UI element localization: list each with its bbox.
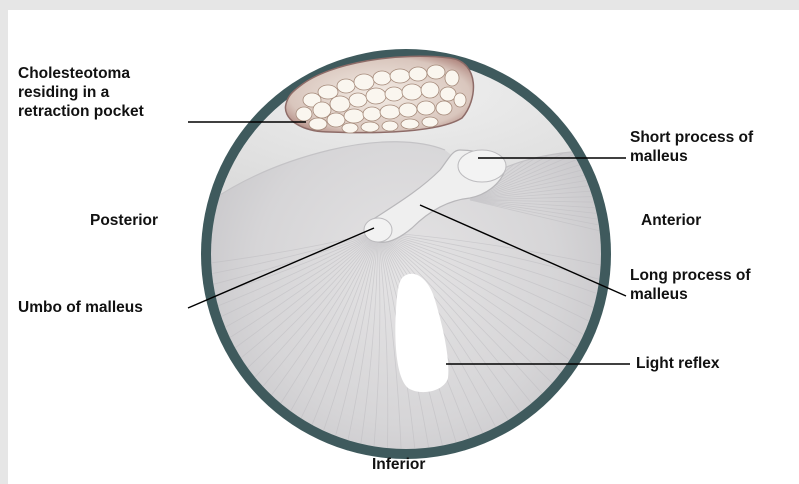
globule <box>421 82 439 98</box>
label-short-process: Short process of malleus <box>630 128 753 166</box>
label-posterior: Posterior <box>90 211 158 230</box>
globule <box>390 69 410 83</box>
globule <box>440 87 456 101</box>
globule <box>417 101 435 115</box>
globule <box>454 93 466 107</box>
globule <box>427 65 445 79</box>
globule <box>327 113 345 127</box>
globule <box>445 70 459 86</box>
globule <box>401 119 419 129</box>
globule <box>309 118 327 130</box>
globule <box>436 101 452 115</box>
cholesteotoma-pocket <box>285 56 473 133</box>
globule <box>399 103 417 117</box>
globule <box>366 88 386 104</box>
label-inferior: Inferior <box>372 455 425 474</box>
short-process-shape <box>458 150 506 182</box>
globule <box>337 79 355 93</box>
globule <box>402 84 422 100</box>
label-umbo: Umbo of malleus <box>18 298 143 317</box>
globule <box>409 67 427 81</box>
globule <box>349 93 367 107</box>
label-long-process: Long process of malleus <box>630 266 751 304</box>
globule <box>342 123 358 133</box>
globule <box>373 71 391 85</box>
label-light-reflex: Light reflex <box>636 354 720 373</box>
globule <box>363 107 381 121</box>
label-cholesteotoma: Cholesteotoma residing in a retraction p… <box>18 64 144 121</box>
globule <box>385 87 403 101</box>
globule <box>380 105 400 119</box>
globule <box>422 117 438 127</box>
globule <box>330 96 350 112</box>
globule <box>361 122 379 132</box>
label-anterior: Anterior <box>641 211 701 230</box>
globule <box>382 121 398 131</box>
globule <box>344 109 364 123</box>
globule <box>296 107 312 121</box>
globule <box>313 102 331 118</box>
globule <box>354 74 374 90</box>
